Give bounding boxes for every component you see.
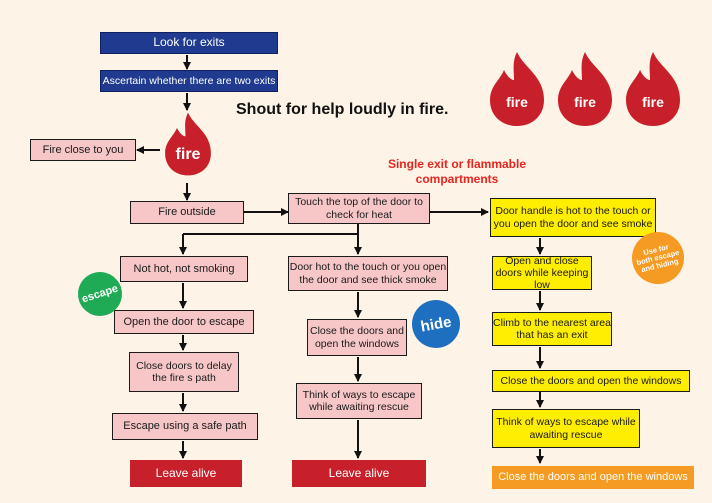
flame-label: fire	[642, 94, 664, 110]
keep-low-box: Open and close doors while keeping low	[492, 255, 592, 291]
headline: Shout for help loudly in fire.	[236, 101, 449, 118]
single-exit-label: Single exit or flammable compartments	[387, 157, 527, 186]
touch-door-box: Touch the top of the door to check for h…	[288, 193, 430, 224]
leave-alive-middle: Leave alive	[292, 460, 426, 487]
flame-icon: fire	[552, 50, 618, 128]
open-door-box: Open the door to escape	[114, 310, 254, 334]
fire-outside-box: Fire outside	[130, 201, 244, 224]
not-hot-box: Not hot, not smoking	[120, 256, 248, 282]
flame-label: fire	[574, 94, 596, 110]
leave-alive-left: Leave alive	[130, 460, 242, 487]
door-hot-box: Door hot to the touch or you open the do…	[288, 256, 448, 291]
fire-close-box: Fire close to you	[30, 139, 136, 161]
ascertain-exits-box: Ascertain whether there are two exits	[100, 70, 278, 92]
close-open-right-box: Close the doors and open the windows	[492, 370, 690, 392]
escape-path-box: Escape using a safe path	[112, 413, 258, 440]
central-flame-icon: fire	[160, 106, 216, 182]
think-right-box: Think of ways to escape while awaiting r…	[492, 409, 640, 448]
close-doors-box: Close doors to delay the fire s path	[129, 352, 239, 392]
handle-hot-box: Door handle is hot to the touch or you o…	[490, 198, 656, 237]
final-close-open-box: Close the doors and open the windows	[492, 466, 694, 489]
look-for-exits-box: Look for exits	[100, 32, 278, 54]
flame-icon: fire	[620, 50, 686, 128]
flame-label: fire	[506, 94, 528, 110]
close-open-middle-box: Close the doors and open the windows	[307, 319, 407, 356]
think-middle-box: Think of ways to escape while awaiting r…	[296, 383, 422, 419]
flame-label: fire	[175, 146, 201, 163]
climb-box: Climb to the nearest area that has an ex…	[492, 312, 612, 346]
flame-icon: fire	[484, 50, 550, 128]
